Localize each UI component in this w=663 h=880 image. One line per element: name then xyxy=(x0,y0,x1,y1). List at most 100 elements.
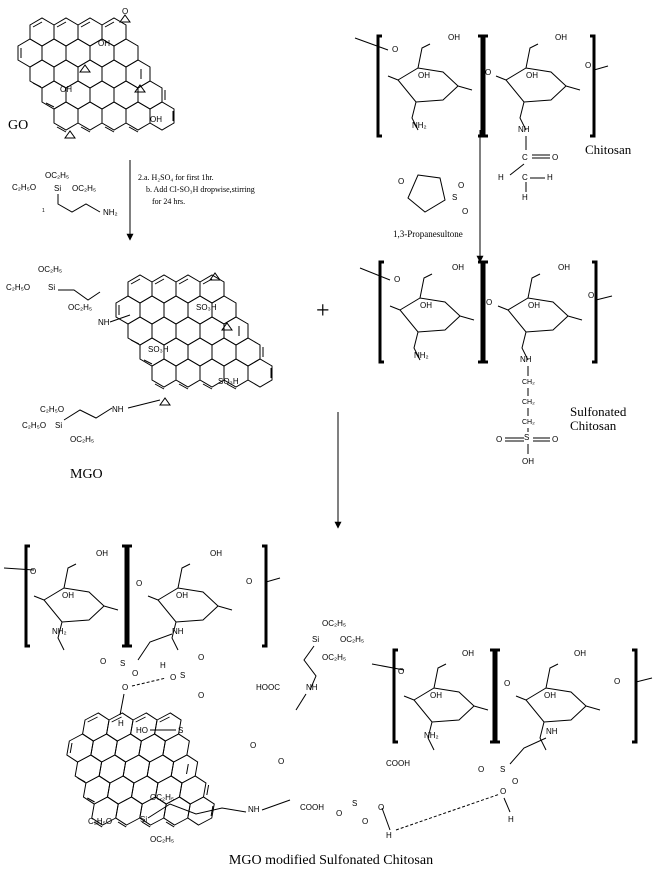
svg-text:O: O xyxy=(362,817,368,826)
svg-text:OC₂H₅: OC₂H₅ xyxy=(150,793,174,802)
svg-text:O: O xyxy=(462,207,468,216)
svg-text:Si: Si xyxy=(54,184,61,193)
svg-text:OH: OH xyxy=(462,649,474,658)
svg-text:S: S xyxy=(524,433,529,442)
svg-text:Si: Si xyxy=(55,421,62,430)
svg-text:S: S xyxy=(500,765,505,774)
svg-text:O: O xyxy=(588,291,594,300)
svg-text:COOH: COOH xyxy=(386,759,410,768)
svg-text:HO: HO xyxy=(136,726,148,735)
svg-text:OH: OH xyxy=(96,549,108,558)
condition-step-b-line1: b. Add Cl-SO₃H dropwise,stirring xyxy=(146,185,255,194)
propanesultone-structure: O S O O xyxy=(398,174,468,216)
svg-text:O: O xyxy=(398,667,404,676)
svg-text:H: H xyxy=(547,173,553,182)
svg-text:S: S xyxy=(180,671,185,680)
svg-text:O: O xyxy=(30,567,36,576)
svg-text:O: O xyxy=(198,653,204,662)
svg-text:C₂H₅O: C₂H₅O xyxy=(88,817,112,826)
svg-text:O: O xyxy=(122,683,128,692)
svg-text:OH: OH xyxy=(555,33,567,42)
svg-text:S: S xyxy=(452,193,457,202)
svg-text:NH₂: NH₂ xyxy=(424,731,439,740)
svg-text:O: O xyxy=(504,679,510,688)
svg-text:NH: NH xyxy=(112,405,124,414)
svg-text:NH: NH xyxy=(306,683,318,692)
svg-text:O: O xyxy=(552,153,558,162)
svg-text:OC₂H₅: OC₂H₅ xyxy=(150,835,174,844)
svg-text:NH₂: NH₂ xyxy=(52,627,67,636)
svg-text:NH₂: NH₂ xyxy=(414,351,429,360)
mgo-label: MGO xyxy=(70,467,103,482)
svg-text:O: O xyxy=(198,691,204,700)
svg-text:OH: OH xyxy=(526,71,538,80)
propanesultone-label: 1,3-Propanesultone xyxy=(393,229,463,239)
svg-text:O: O xyxy=(132,669,138,678)
plus-sign: + xyxy=(316,298,330,324)
svg-text:H: H xyxy=(522,193,528,202)
svg-text:SO₃H: SO₃H xyxy=(148,345,169,354)
condition-step-a: 2.a. H₂SO₄ for first 1hr. xyxy=(138,173,214,182)
svg-text:CH₂: CH₂ xyxy=(522,379,535,386)
svg-text:NH: NH xyxy=(248,805,260,814)
svg-text:OH: OH xyxy=(430,691,442,700)
svg-text:NH: NH xyxy=(98,318,110,327)
svg-text:OC₂H₅: OC₂H₅ xyxy=(322,653,346,662)
svg-text:OH: OH xyxy=(528,301,540,310)
sulfonated-label-line1: Sulfonated xyxy=(570,404,627,419)
svg-text:O: O xyxy=(496,435,502,444)
svg-text:O: O xyxy=(246,577,252,586)
final-product-structure: O OH OH NH₂ O OH OH O NH S O O O H O H S… xyxy=(3,544,653,844)
svg-text:C: C xyxy=(522,173,528,182)
go-o-1: O xyxy=(122,7,128,16)
svg-text:Si: Si xyxy=(48,283,55,292)
svg-text:HOOC: HOOC xyxy=(256,683,280,692)
svg-text:OC₂H₅: OC₂H₅ xyxy=(322,619,346,628)
svg-text:O: O xyxy=(585,61,591,70)
svg-text:OH: OH xyxy=(418,71,430,80)
svg-text:OH: OH xyxy=(558,263,570,272)
svg-text:NH: NH xyxy=(518,125,530,134)
svg-text:OH: OH xyxy=(420,301,432,310)
svg-text:NH: NH xyxy=(520,355,532,364)
go-oh-3: OH xyxy=(150,115,162,124)
svg-text:COOH: COOH xyxy=(300,803,324,812)
chitosan-label: Chitosan xyxy=(585,142,632,157)
svg-text:O: O xyxy=(278,757,284,766)
svg-text:H: H xyxy=(160,661,166,670)
svg-text:O: O xyxy=(394,275,400,284)
svg-text:C: C xyxy=(522,153,528,162)
svg-text:Si: Si xyxy=(140,815,147,824)
svg-text:NH₂: NH₂ xyxy=(103,208,118,217)
final-product-label: MGO modified Sulfonated Chitosan xyxy=(229,853,433,868)
svg-text:H: H xyxy=(508,815,514,824)
mgo-structure: SO₃H SO₃H SO₃H OC₂H₅ C₂H₅O Si OC₂H₅ NH C… xyxy=(6,265,273,444)
svg-text:OH: OH xyxy=(544,691,556,700)
svg-text:CH₂: CH₂ xyxy=(522,399,535,406)
svg-text:O: O xyxy=(485,68,491,77)
svg-text:O: O xyxy=(478,765,484,774)
svg-text:O: O xyxy=(398,177,404,186)
svg-text:OC₂H₅: OC₂H₅ xyxy=(38,265,62,274)
svg-text:O: O xyxy=(552,435,558,444)
svg-text:OC₂H₅: OC₂H₅ xyxy=(45,171,69,180)
footnote-mark: 1 xyxy=(42,208,45,214)
svg-text:OH: OH xyxy=(448,33,460,42)
svg-text:SO₃H: SO₃H xyxy=(218,377,239,386)
svg-text:O: O xyxy=(512,777,518,786)
svg-text:C₂H₅O: C₂H₅O xyxy=(40,405,64,414)
svg-text:OC₂H₅: OC₂H₅ xyxy=(70,435,94,444)
svg-text:OC₂H₅: OC₂H₅ xyxy=(340,635,364,644)
svg-text:O: O xyxy=(336,809,342,818)
sulfonated-label-line2: Chitosan xyxy=(570,418,617,433)
svg-text:NH: NH xyxy=(172,627,184,636)
svg-text:O: O xyxy=(500,787,506,796)
svg-text:S: S xyxy=(352,799,357,808)
svg-text:H: H xyxy=(118,719,124,728)
svg-text:CH₂: CH₂ xyxy=(522,419,535,426)
svg-text:C₂H₅O: C₂H₅O xyxy=(22,421,46,430)
chitosan-structure: O OH OH NH₂ O OH OH O NH C O H C H H xyxy=(354,33,609,202)
sulfonated-chitosan-structure: O OH OH NH₂ O OH OH O NH CH₂ CH₂ CH₂ S O… xyxy=(359,260,613,466)
svg-text:OH: OH xyxy=(522,457,534,466)
condition-step-b-line2: for 24 hrs. xyxy=(152,197,185,206)
